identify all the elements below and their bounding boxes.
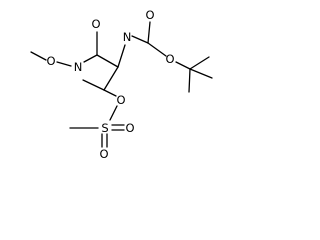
bond-tbu-m1 (189, 56, 210, 70)
bond-c4-o (147, 42, 167, 57)
bond-tbu-m2 (189, 68, 213, 79)
atom-o-amide: O (91, 17, 100, 31)
atom-o-carbamate-ether: O (165, 52, 174, 66)
bond-c2-n (117, 44, 126, 68)
atom-s: S (101, 121, 108, 135)
bond-o-n (56, 61, 72, 67)
atom-labels: O O N N O O O S O O (46, 8, 174, 161)
atom-o-methoxy: O (46, 54, 55, 68)
bond-o-s (109, 105, 118, 121)
bond-c1-c2 (96, 54, 119, 68)
atom-o-mesylate: O (116, 93, 125, 107)
atom-n-amide: N (74, 60, 83, 74)
bond-o-ctbu (175, 61, 191, 70)
atom-o-sulfonyl-bottom: O (99, 147, 108, 161)
atom-n-carbamate: N (123, 30, 132, 44)
bonds (30, 21, 213, 148)
atom-o-carbamate-hydroxy: O (145, 8, 154, 22)
atom-o-sulfonyl-right: O (125, 121, 134, 135)
bond-c3-o (103, 89, 117, 97)
structure-diagram: O O N N O O O S O O (30, 8, 213, 161)
bond-tbu-m3 (188, 68, 191, 93)
bond-n-c4 (131, 35, 149, 44)
bond-c4-oh (147, 21, 151, 44)
bond-methyl-o (30, 51, 47, 61)
bond-c3-methyl (82, 79, 105, 91)
bond-c2-c3 (103, 66, 119, 91)
bond-n-c1 (83, 54, 98, 63)
